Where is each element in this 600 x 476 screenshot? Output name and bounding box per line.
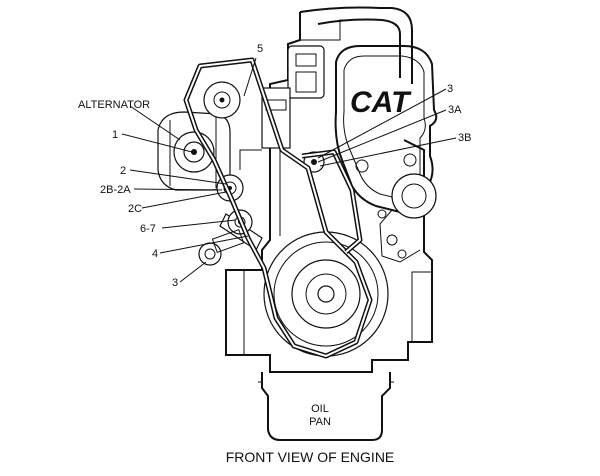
label-2: 2 [120,165,126,177]
leader-lines [121,57,457,283]
label-2b-2a: 2B-2A [100,184,131,196]
label-3b: 3B [458,132,471,144]
upper-pulley [203,81,241,119]
label-2c: 2C [128,203,142,215]
label-5: 5 [257,43,263,55]
callout-labels: ALTERNATOR 1 2 2B-2A 2C 6-7 4 3 5 3 3A 3… [78,43,471,289]
top-housing [261,6,413,149]
label-4: 4 [152,248,158,260]
drive-belts [183,57,373,359]
label-6-7: 6-7 [140,223,156,235]
alternator [157,111,231,191]
label-1: 1 [112,129,118,141]
diagram-caption: FRONT VIEW OF ENGINE [226,449,395,465]
label-3-lower: 3 [172,277,178,289]
oil-pan-label-line1: OIL [311,403,329,415]
oil-pan-label-line2: PAN [309,416,331,428]
oil-pan: OIL PAN [258,372,394,441]
engine-block [225,12,433,373]
auxiliary-pump [377,173,437,263]
label-alternator: ALTERNATOR [78,99,150,111]
cat-logo: CAT [350,86,412,119]
label-3-upper: 3 [447,83,453,95]
label-3a: 3A [448,104,462,116]
